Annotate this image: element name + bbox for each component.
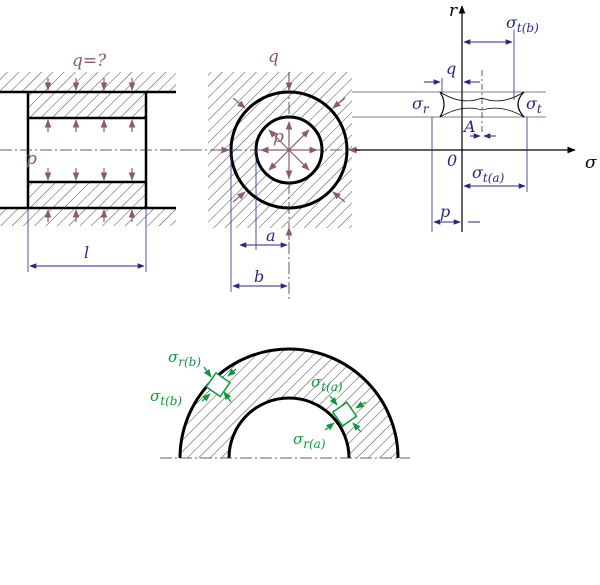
label-g-srb: σr(b)	[168, 348, 201, 369]
label-zero: 0	[447, 151, 457, 170]
cross-section: q p a b	[190, 47, 372, 300]
stress-plot: σ r σt(b) q σr σt A 0 σt(a) p	[352, 1, 597, 232]
label-q-center: q	[268, 47, 279, 67]
sigma-axis-label: σ	[585, 153, 597, 173]
label-g-stb: σt(b)	[150, 387, 182, 408]
label-sigma-ta: σt(a)	[472, 163, 505, 185]
label-g-sra: σr(a)	[293, 430, 326, 451]
label-p-right: p	[440, 202, 450, 221]
longitudinal-section: q=? p l	[0, 51, 190, 272]
label-l: l	[84, 243, 89, 262]
label-p-center: p	[273, 127, 284, 147]
r-axis-label: r	[449, 1, 458, 21]
label-sigma-tb-top: σt(b)	[506, 13, 539, 35]
label-g-sta: σt(a)	[311, 373, 343, 394]
label-p-left: p	[26, 149, 37, 169]
half-ring: σr(b) σt(b) σt(a) σr(a)	[150, 347, 410, 459]
label-q-unknown: q=?	[72, 51, 107, 71]
label-q-right: q	[446, 59, 456, 78]
label-b: b	[254, 267, 264, 286]
label-a: a	[266, 226, 276, 245]
label-A: A	[462, 117, 476, 136]
label-sigma-t: σt	[526, 94, 542, 116]
label-sigma-r: σr	[412, 94, 430, 116]
